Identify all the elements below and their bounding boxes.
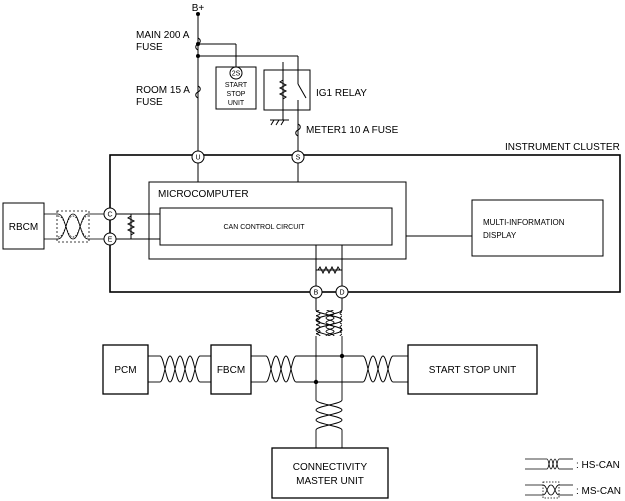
meter-fuse-label: METER1 10 A FUSE <box>306 125 399 136</box>
start-stop-unit-label: START STOP UNIT <box>429 365 516 376</box>
instrument-cluster-title: INSTRUMENT CLUSTER <box>505 142 620 153</box>
legend-ms-can-label: : MS-CAN <box>576 486 621 497</box>
ground-symbol <box>270 119 285 126</box>
legend-hs-can-label: : HS-CAN <box>576 460 620 471</box>
connectivity-label-1: CONNECTIVITY <box>293 462 368 473</box>
module-boxes: PCM FBCM START STOP UNIT CONNECTIVITY MA… <box>102 344 538 499</box>
start-stop-unit-box: 2S START STOP UNIT <box>215 66 257 110</box>
ig1-relay-label: IG1 RELAY <box>316 88 367 99</box>
terminal-e-label: E <box>108 237 113 244</box>
start-stop-label-1: START <box>225 82 248 89</box>
main-fuse-label-1: MAIN 200 A <box>136 30 190 41</box>
terminal-c-label: C <box>107 212 112 219</box>
terminal-d-label: D <box>339 290 344 297</box>
pcm-label: PCM <box>114 365 136 376</box>
terminal-b-label: B <box>314 290 319 297</box>
terminal-s-label: S <box>296 155 301 162</box>
room-fuse-label-2: FUSE <box>136 97 163 108</box>
main-fuse-label-2: FUSE <box>136 42 163 53</box>
fbcm-label: FBCM <box>217 365 245 376</box>
rbcm-ms-can-link: RBCM <box>2 202 104 250</box>
cluster-terminals: U S C E B D <box>103 150 349 299</box>
power-labels: B+ MAIN 200 A FUSE ROOM 15 A FUSE IG1 RE… <box>136 3 399 136</box>
rbcm-label: RBCM <box>9 222 38 233</box>
node-dots <box>196 12 200 58</box>
instrument-cluster: INSTRUMENT CLUSTER MICROCOMPUTER CAN CON… <box>109 142 621 293</box>
terminal-u-label: U <box>195 155 200 162</box>
ig1-relay <box>263 69 311 111</box>
display-label-2: DISPLAY <box>483 231 517 240</box>
start-stop-terminal-label: 2S <box>232 71 241 78</box>
start-stop-label-3: UNIT <box>228 100 245 107</box>
hs-can-bus <box>148 298 408 448</box>
room-fuse-label-1: ROOM 15 A <box>136 85 190 96</box>
start-stop-label-2: STOP <box>227 91 246 98</box>
internal-wiring <box>116 213 343 286</box>
microcomputer-label: MICROCOMPUTER <box>158 189 249 200</box>
legend: : HS-CAN : MS-CAN <box>525 458 621 499</box>
b-plus-label: B+ <box>192 3 205 14</box>
display-label-1: MULTI-INFORMATION <box>483 218 565 227</box>
connectivity-label-2: MASTER UNIT <box>296 476 364 487</box>
power-feed <box>197 14 299 182</box>
can-control-circuit-label: CAN CONTROL CIRCUIT <box>223 224 305 231</box>
